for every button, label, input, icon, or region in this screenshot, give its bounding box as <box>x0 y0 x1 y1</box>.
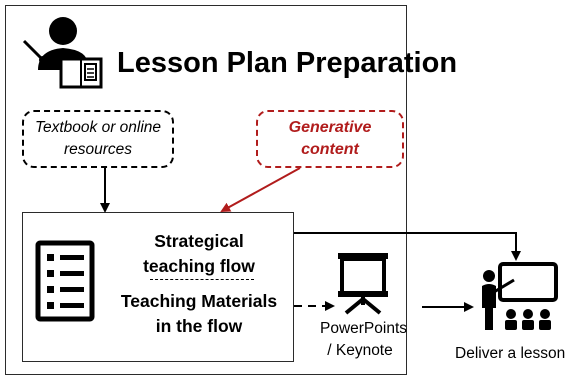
plan-to-deliver-arrow <box>294 232 521 261</box>
materials-line2: in the flow <box>155 316 243 337</box>
generative-content-box: Generative content <box>256 110 404 168</box>
textbook-label-line2: resources <box>63 141 133 158</box>
teacher-classroom-icon <box>482 262 558 330</box>
generative-to-plan-arrow <box>220 167 301 212</box>
materials-line1: Teaching Materials <box>120 291 278 311</box>
page-title: Lesson Plan Preparation <box>117 47 458 79</box>
powerpoints-line1: PowerPoints <box>320 320 408 337</box>
generative-label-line1: Generative <box>288 118 372 136</box>
plan-divider <box>150 279 254 280</box>
flow-line1: Strategical <box>154 231 244 251</box>
teacher-reading-icon <box>22 17 103 89</box>
generative-label-line2: content <box>301 141 359 158</box>
flow-line2: teaching flow <box>143 256 255 277</box>
textbook-resources-box: Textbook or online resources <box>22 110 174 168</box>
lesson-plan-frame <box>5 5 407 375</box>
presentation-screen-icon <box>338 253 388 315</box>
teaching-flow-label: Strategical teaching flow <box>118 229 280 280</box>
powerpoints-line2: / Keynote <box>327 342 393 360</box>
powerpoints-label: PowerPoints / Keynote <box>320 318 408 363</box>
checklist-icon <box>35 240 95 322</box>
deliver-lesson-label: Deliver a lesson <box>455 345 566 362</box>
textbook-label-line1: Textbook or online <box>34 119 162 137</box>
teaching-materials-label: Teaching Materials in the flow <box>110 289 288 340</box>
